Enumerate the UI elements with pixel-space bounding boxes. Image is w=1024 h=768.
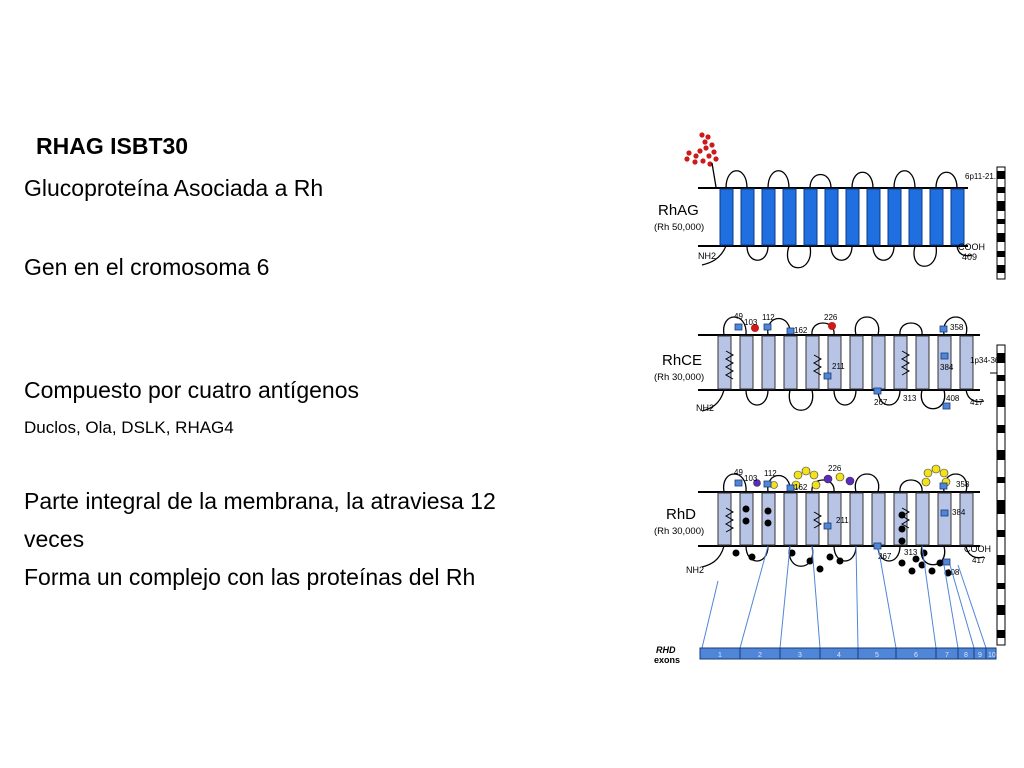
exon-4: 4	[837, 652, 841, 659]
chromosome-ideogram	[990, 166, 1006, 646]
rhd-num-313: 313	[904, 548, 918, 557]
rhce-chromosome: 1p34-36	[970, 356, 1000, 365]
rhce-num-103: 103	[744, 318, 758, 327]
rhd-num-384: 384	[952, 508, 966, 517]
rhce-num-417: 417	[970, 398, 984, 407]
rhag-cterm: COOH	[958, 242, 985, 252]
title: RHAG ISBT30	[36, 133, 189, 159]
gene-location: Gen en el cromosoma 6	[24, 254, 270, 280]
exon-connectors	[701, 545, 987, 649]
rhce-nterm: NH2	[696, 403, 714, 413]
rhag-cterm-num: 409	[962, 252, 977, 262]
rhag-protein: RhAG (Rh 50,000) NH2 COOH 409 6p11-21.1	[654, 132, 1001, 269]
exon-6: 6	[914, 652, 918, 659]
rhd-exons-bar: 1 2 3 4 5 6 7 8 9 10 RHD exons	[654, 645, 997, 665]
rhd-num-112: 112	[764, 469, 777, 478]
rhd-num-226: 226	[828, 464, 842, 473]
rhce-num-49: 49	[734, 312, 743, 321]
exon-8: 8	[964, 652, 968, 659]
rhce-protein: 49 103 112 162 226 358 211 384 267 313 4…	[654, 312, 1000, 413]
rhd-num-103: 103	[744, 474, 758, 483]
rhd-num-49: 49	[734, 468, 743, 477]
rhce-num-267: 267	[874, 398, 888, 407]
rhce-weight: (Rh 30,000)	[654, 372, 704, 383]
exons-label-2: exons	[654, 655, 680, 665]
rhd-num-417: 417	[972, 556, 986, 565]
rhd-helices	[717, 492, 974, 546]
rhce-num-358: 358	[950, 323, 964, 332]
antigens-heading: Compuesto por cuatro antígenos	[24, 377, 359, 403]
complex-line: Forma un complejo con las proteínas del …	[24, 564, 476, 590]
exon-2: 2	[758, 652, 762, 659]
exon-10: 10	[988, 652, 996, 659]
rhd-num-267: 267	[878, 552, 892, 561]
rhce-name: RhCE	[662, 352, 702, 369]
rhce-num-384: 384	[940, 363, 954, 372]
exon-7: 7	[945, 652, 949, 659]
rhag-nterm: NH2	[698, 251, 716, 261]
rhce-num-211: 211	[832, 362, 845, 371]
rhce-num-408: 408	[946, 394, 960, 403]
rhce-num-313: 313	[903, 394, 917, 403]
subtitle: Glucoproteína Asociada a Rh	[24, 175, 324, 201]
rhce-num-162: 162	[794, 326, 808, 335]
exon-9: 9	[978, 652, 982, 659]
rhd-num-211: 211	[836, 516, 849, 525]
rhd-weight: (Rh 30,000)	[654, 526, 704, 537]
exon-3: 3	[798, 652, 802, 659]
rhag-weight: (Rh 50,000)	[654, 222, 704, 233]
rhce-num-112: 112	[762, 313, 775, 322]
rhd-num-358: 358	[956, 480, 970, 489]
membrane-line-1: Parte integral de la membrana, la atravi…	[24, 488, 496, 514]
rhd-num-162: 162	[794, 483, 808, 492]
exon-5: 5	[875, 652, 879, 659]
rhag-helices	[719, 188, 965, 246]
rhd-name: RhD	[666, 506, 696, 523]
rhag-name: RhAG	[658, 202, 699, 219]
membrane-line-2: veces	[24, 526, 85, 552]
rhd-num-408: 408	[946, 568, 960, 577]
rhd-cterm: COOH	[964, 544, 991, 554]
exons-label-1: RHD	[656, 645, 676, 655]
rhag-chromosome: 6p11-21.1	[965, 172, 1001, 181]
glycan-glyph	[684, 132, 719, 167]
exon-1: 1	[718, 652, 722, 659]
rhd-nterm: NH2	[686, 565, 704, 575]
antigens-list: Duclos, Ola, DSLK, RHAG4	[24, 418, 234, 437]
rhce-num-226: 226	[824, 313, 838, 322]
rh-protein-diagram: RhAG (Rh 50,000) NH2 COOH 409 6p11-21.1	[654, 132, 1006, 665]
rhce-helices	[717, 335, 974, 390]
rhd-protein: 49 103 112 162 226 358 211 384 267 313 4…	[654, 464, 991, 577]
